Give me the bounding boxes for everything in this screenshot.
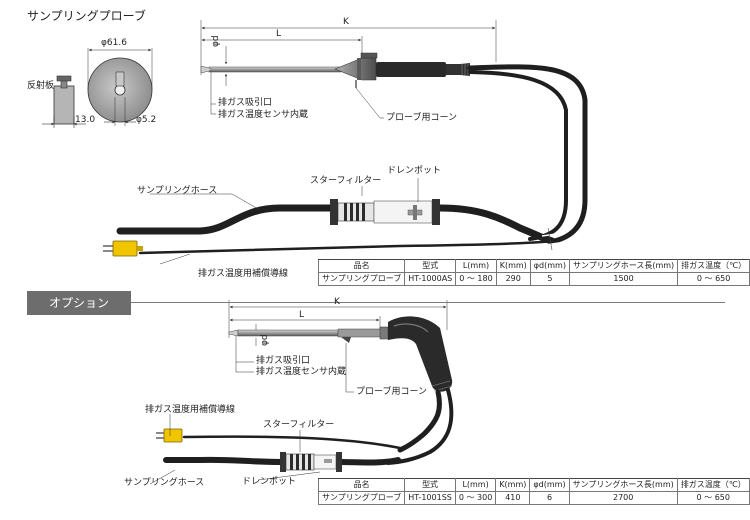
section-divider <box>131 302 725 303</box>
drain-pot-label-1: ドレンポット <box>387 166 442 176</box>
cell-hose: 2700 <box>568 491 678 505</box>
cell-temp: 0 ～ 650 <box>677 272 750 286</box>
exhaust-inlet-label-1: 排ガス吸引口 <box>218 98 273 108</box>
thermocouple-plug-1 <box>103 240 143 257</box>
cell-k: 290 <box>495 272 531 286</box>
probe-1-drawing <box>200 20 497 88</box>
th-name: 品名 <box>317 478 406 492</box>
comp-wire-label-1: 排ガス温度用補償導線 <box>198 269 289 279</box>
th-temp: 排ガス温度（℃） <box>676 478 750 492</box>
th-l: L(mm) <box>454 478 497 492</box>
dim-phi-5: φ5.2 <box>136 115 157 125</box>
sampling-hose-label-2: サンプリングホース <box>124 478 205 488</box>
filter-assembly-1 <box>330 199 440 225</box>
option-header: オプション <box>27 291 131 315</box>
leader-lines-1 <box>150 72 419 265</box>
th-name: 品名 <box>317 259 406 273</box>
th-model: 型式 <box>404 478 456 492</box>
table-row: サンプリングプローブ HT-1000AS 0 ～ 180 290 5 1500 … <box>317 272 750 286</box>
th-k: K(mm) <box>495 478 531 492</box>
filter-assembly-2 <box>280 452 342 472</box>
cell-phid: 5 <box>529 272 570 286</box>
sensor-label-1: 排ガス温度センサ内蔵 <box>218 110 309 120</box>
exhaust-inlet-label-2: 排ガス吸引口 <box>256 356 311 366</box>
cell-phid: 6 <box>529 491 570 505</box>
th-temp: 排ガス温度（℃） <box>677 259 750 273</box>
cell-temp: 0 ～ 650 <box>676 491 750 505</box>
th-hose: サンプリングホース長(mm) <box>568 259 679 273</box>
dim-phi-61: φ61.6 <box>101 38 127 48</box>
dim-l-1: L <box>276 29 282 39</box>
spec-table-1: 品名 型式 L(mm) K(mm) φd(mm) サンプリングホース長(mm) … <box>317 259 750 286</box>
sensor-label-2: 排ガス温度センサ内蔵 <box>256 367 347 377</box>
page-title: サンプリングプローブ <box>27 9 146 23</box>
probe-cone-label-2: プローブ用コーン <box>356 387 428 397</box>
cell-hose: 1500 <box>568 272 679 286</box>
cell-model: HT-1000AS <box>404 272 457 286</box>
probe-2-cables <box>163 388 454 466</box>
dim-13: 13.0 <box>75 115 96 125</box>
cell-l: 0 ～ 180 <box>455 272 497 286</box>
reflector-label: 反射板 <box>27 81 55 91</box>
probe-2-drawing <box>228 300 453 392</box>
leader-lines-2 <box>149 336 354 485</box>
drain-pot-label-2: ドレンポット <box>242 477 297 487</box>
star-filter-label-1: スターフィルター <box>310 176 382 186</box>
dim-k-2: K <box>334 297 340 307</box>
dim-k-1: K <box>343 17 349 27</box>
cell-name: サンプリングプローブ <box>317 272 406 286</box>
th-l: L(mm) <box>455 259 497 273</box>
th-hose: サンプリングホース長(mm) <box>568 478 678 492</box>
comp-wire-label-2: 排ガス温度用補償導線 <box>145 405 236 415</box>
sampling-hose-label-1: サンプリングホース <box>137 186 218 196</box>
th-model: 型式 <box>404 259 457 273</box>
table-row: サンプリングプローブ HT-1001SS 0 ～ 300 410 6 2700 … <box>317 491 750 505</box>
dim-phi-d-2: φd <box>260 334 270 346</box>
cell-model: HT-1001SS <box>404 491 456 505</box>
th-k: K(mm) <box>495 259 531 273</box>
cell-l: 0 ～ 300 <box>454 491 497 505</box>
probe-1-cables <box>116 64 588 255</box>
thermocouple-plug-2 <box>156 428 183 443</box>
th-phid: φd(mm) <box>529 259 570 273</box>
dim-phi-d-1: φd <box>211 35 221 47</box>
th-phid: φd(mm) <box>529 478 570 492</box>
cell-name: サンプリングプローブ <box>317 491 406 505</box>
probe-cone-label-1: プローブ用コーン <box>386 113 458 123</box>
dim-l-2: L <box>299 310 305 320</box>
star-filter-label-2: スターフィルター <box>263 420 335 430</box>
cell-k: 410 <box>495 491 531 505</box>
spec-table-2: 品名 型式 L(mm) K(mm) φd(mm) サンプリングホース長(mm) … <box>317 478 750 505</box>
reflector-plate-drawing <box>42 48 153 128</box>
